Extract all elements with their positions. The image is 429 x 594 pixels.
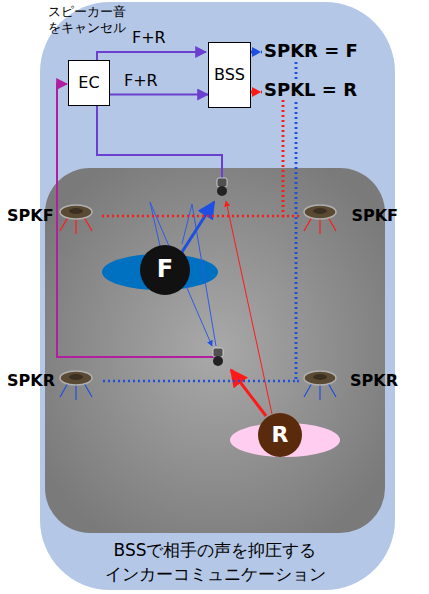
node-text: SPKR [7, 372, 55, 390]
voice-arrow-r [231, 370, 266, 416]
node-text: SPKR [350, 372, 398, 390]
node-text: BSS [214, 66, 245, 84]
speaker-front-right [304, 205, 336, 234]
process-box: BSS [208, 42, 251, 108]
node-text: SPKF [351, 207, 398, 225]
output-label: SPKL = R [262, 79, 359, 100]
connector [251, 92, 300, 216]
speaker: SPKF [300, 203, 400, 229]
caption: BSSで相手の声を抑圧する インカーコミュニケーション [40, 538, 390, 586]
output-label: SPKR = F [262, 40, 360, 61]
signal-name: F+R [132, 28, 166, 47]
speaker-rear-right [304, 371, 336, 400]
voice-arrow-f [182, 202, 214, 252]
speaker: SPKR [300, 368, 400, 394]
speaker-rear-left [60, 371, 92, 400]
cabin [45, 168, 385, 533]
node-text: SPKF [7, 207, 54, 225]
node-text: EC [78, 74, 99, 92]
front-mic-wire [97, 106, 222, 178]
speaker: SPKF [5, 203, 100, 229]
speaker: SPKR [5, 368, 101, 394]
process-box: EC [68, 60, 110, 106]
speaker-front-left [60, 205, 92, 234]
rear-mic-wire [57, 84, 217, 357]
person-circle: R [258, 413, 302, 457]
node-text: F [157, 256, 173, 284]
person-circle: F [140, 245, 190, 295]
car-body [40, 2, 395, 590]
front-mic-wire [97, 52, 206, 60]
connector [100, 92, 283, 216]
microphone-rear [213, 348, 223, 366]
connector [110, 94, 208, 96]
note: スピーカー音 をキャンセル [48, 4, 130, 36]
node-text: R [272, 422, 289, 447]
signal-name: F+R [124, 71, 158, 90]
microphone-front [217, 178, 227, 196]
